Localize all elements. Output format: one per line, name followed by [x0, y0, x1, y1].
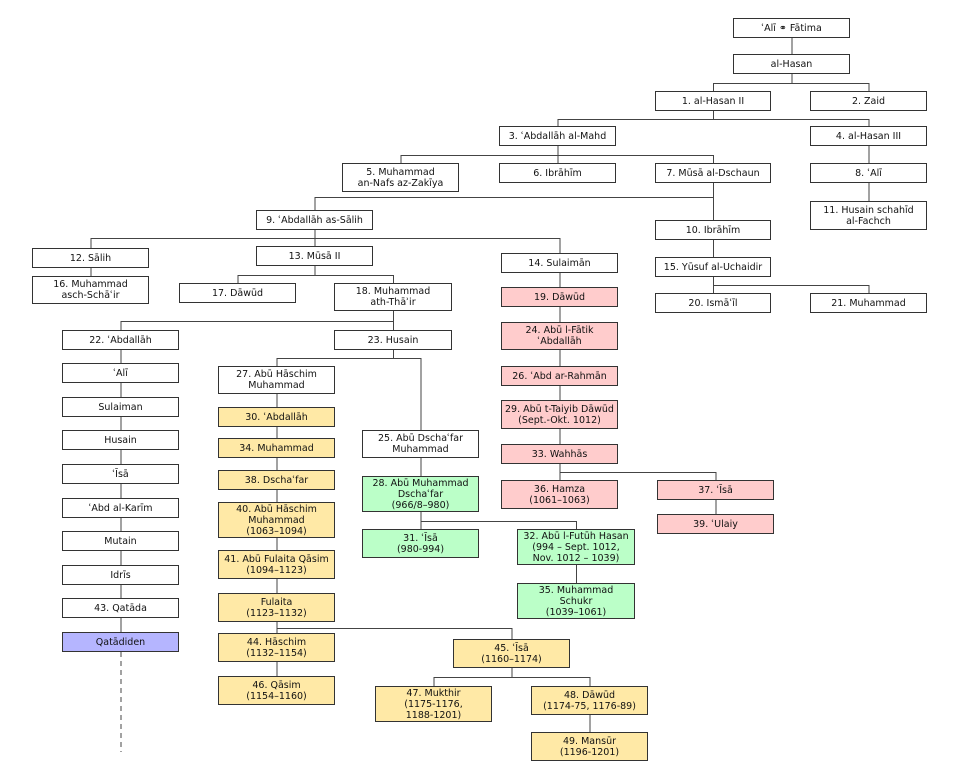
- connector-n3-n7: [558, 155, 714, 163]
- connector-n33-n37: [560, 472, 717, 480]
- node-12-salih: 12. Sālih: [32, 248, 149, 268]
- node-al-hasan: al-Hasan: [733, 54, 850, 74]
- node-36-hamza: 36. Hamza (1061–1063): [501, 480, 618, 509]
- connector-n9-n14: [315, 238, 561, 253]
- node-19-dawud: 19. Dāwūd: [501, 287, 618, 307]
- node-14-sulaiman: 14. Sulaimān: [501, 253, 618, 273]
- connector-fulaita-n45: [277, 628, 513, 639]
- node-30-abdallah: 30. ʿAbdallāh: [218, 407, 335, 427]
- node-46-qasim: 46. Qāsim (1154–1160): [218, 676, 335, 705]
- node-sulaiman: Sulaiman: [62, 397, 179, 417]
- connector-n13-n18: [315, 275, 394, 283]
- node-41-abu-fulaita-qasim: 41. Abū Fulaita Qāsim (1094–1123): [218, 550, 335, 579]
- node-16-muhammad-asch-schair: 16. Muhammad asch-Schāʿir: [32, 276, 149, 304]
- node-34-muhammad: 34. Muhammad: [218, 438, 335, 458]
- node-33-wahhas: 33. Wahhās: [501, 444, 618, 464]
- node-37-isa: 37. ʿĪsā: [657, 480, 774, 500]
- node-mutain: Mutain: [62, 531, 179, 551]
- node-abd-al-karim: ʿAbd al-Karīm: [62, 498, 179, 518]
- node-7-musa-al-dschaun: 7. Mūsā al-Dschaun: [655, 163, 771, 183]
- node-15-yusuf-al-uchaidir: 15. Yūsuf al-Uchaidir: [655, 257, 771, 277]
- connector-n28-n32: [421, 521, 577, 529]
- node-25-abu-dschafar-muhammad: 25. Abū Dschaʿfar Muhammad: [362, 430, 479, 458]
- connector-n45-n48: [512, 677, 591, 686]
- node-43-qatada: 43. Qatāda: [62, 598, 179, 618]
- node-5-muhammad-an-nafs: 5. Muhammad an-Nafs az-Zakīya: [342, 163, 459, 192]
- node-17-dawud: 17. Dāwūd: [179, 283, 296, 303]
- node-qatadiden: Qatādiden: [62, 632, 179, 652]
- node-44-haschim: 44. Hāschim (1132–1154): [218, 633, 335, 662]
- connector-n13-n17: [237, 275, 315, 283]
- connector-n45-n47: [433, 677, 512, 686]
- node-fulaita: Fulaita (1123–1132): [218, 593, 335, 622]
- node-11-husain-schahid: 11. Husain schahīd al-Fachch: [810, 201, 927, 230]
- node-21-muhammad: 21. Muhammad: [810, 293, 927, 313]
- connector-n23-n27: [276, 358, 394, 366]
- connector-n1-n3: [557, 119, 714, 126]
- node-32-abu-l-futuh-hasan: 32. Abū l-Futūh Hasan (994 – Sept. 1012,…: [517, 529, 635, 565]
- connector-n18-n22: [120, 321, 394, 330]
- node-18-muhammad-ath-thair: 18. Muhammad ath-Thāʾir: [334, 283, 452, 311]
- node-2-zaid: 2. Zaid: [810, 91, 927, 111]
- node-26-abd-ar-rahman: 26. ʿAbd ar-Rahmān: [501, 366, 618, 386]
- node-48-dawud: 48. Dāwūd (1174-75, 1176-89): [531, 686, 648, 715]
- node-13-musa-ii: 13. Mūsā II: [256, 246, 373, 266]
- node-35-muhammad-schukr: 35. Muhammad Schukr (1039–1061): [517, 583, 635, 619]
- node-39-ulaiy: 39. ʿUlaiy: [657, 514, 774, 534]
- connector-n3-n5: [400, 155, 558, 163]
- node-6-ibrahim: 6. Ibrāhīm: [499, 163, 616, 183]
- node-20-ismail: 20. Ismāʿīl: [655, 293, 771, 313]
- node-8-ali: 8. ʿAlī: [810, 163, 927, 183]
- node-ali: ʿAlī: [62, 363, 179, 383]
- node-husain: Husain: [62, 430, 179, 450]
- node-49-mansur: 49. Mansūr (1196-1201): [531, 732, 648, 761]
- node-9-abdallah-as-salih: 9. ʿAbdallāh as-Sālih: [256, 210, 373, 230]
- connector-al_hasan-n2: [792, 83, 870, 91]
- node-45-isa: 45. ʿĪsā (1160–1174): [453, 639, 570, 668]
- node-31-isa: 31. ʿĪsā (980-994): [362, 529, 479, 558]
- node-idris: Idrīs: [62, 565, 179, 585]
- connector-al_hasan-n1: [713, 83, 792, 91]
- connector-n7-n9: [314, 197, 714, 210]
- connector-n1-n4: [713, 119, 870, 126]
- node-22-abdallah: 22. ʿAbdallāh: [62, 330, 179, 350]
- node-27-abu-haschim-muhammad: 27. Abū Hāschim Muhammad: [218, 366, 335, 394]
- node-47-mukthir: 47. Mukthir (1175-1176, 1188-1201): [375, 686, 492, 722]
- node-3-abdallah-al-mahd: 3. ʿAbdallāh al-Mahd: [499, 126, 616, 146]
- connector-n9-n12: [90, 238, 315, 248]
- node-1-al-hasan-ii: 1. al-Hasan II: [655, 91, 771, 111]
- node-isa: ʿĪsā: [62, 464, 179, 484]
- node-ali-fatima: ʿAlī ⚭ Fātima: [733, 18, 850, 38]
- connector-n23-n25: [393, 358, 422, 430]
- node-28-abu-muhammad-dschafar: 28. Abū Muhammad Dschaʿfar (966/8–980): [362, 476, 479, 512]
- node-23-husain: 23. Husain: [334, 330, 452, 350]
- node-4-al-hasan-iii: 4. al-Hasan III: [810, 126, 927, 146]
- node-40-abu-haschim-muhammad: 40. Abū Hāschim Muhammad (1063–1094): [218, 502, 335, 538]
- connector-n15-n21: [713, 285, 870, 293]
- node-29-abu-t-taiyib-dawud: 29. Abū t-Taiyib Dāwūd (Sept.-Okt. 1012): [501, 400, 618, 429]
- node-38-dschafar: 38. Dschaʿfar: [218, 470, 335, 490]
- node-10-ibrahim: 10. Ibrāhīm: [655, 220, 771, 240]
- node-24-abu-l-fatik-abdallah: 24. Abū l-Fātik ʿAbdallāh: [501, 322, 618, 350]
